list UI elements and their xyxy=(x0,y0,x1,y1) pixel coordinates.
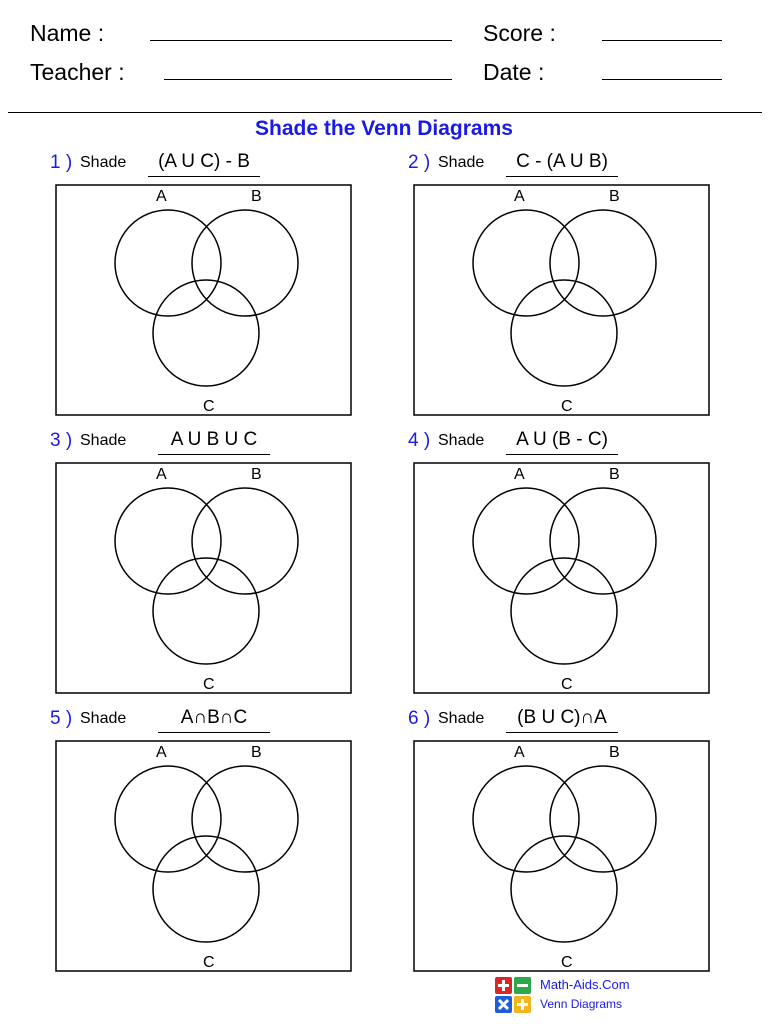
circle-b[interactable] xyxy=(191,765,299,873)
set-label-c: C xyxy=(561,676,573,693)
circle-c[interactable] xyxy=(152,557,260,665)
date-label: Date : xyxy=(483,59,545,85)
set-expression: A U B U C xyxy=(158,429,270,455)
problem-number: 2 ) xyxy=(408,152,431,173)
teacher-label: Teacher : xyxy=(30,59,125,85)
circle-a[interactable] xyxy=(472,487,580,595)
set-label-b: B xyxy=(609,744,620,761)
circle-c[interactable] xyxy=(152,835,260,943)
problem-number: 6 ) xyxy=(408,708,431,729)
shade-label: Shade xyxy=(438,710,485,727)
header-divider xyxy=(8,112,762,113)
circle-a[interactable] xyxy=(114,487,222,595)
set-label-a: A xyxy=(514,744,525,761)
set-expression: A∩B∩C xyxy=(158,707,270,733)
circle-b[interactable] xyxy=(549,765,657,873)
problem-4: 4 ) Shade A U (B - C) A B C xyxy=(408,429,710,694)
universal-set-box xyxy=(55,462,352,694)
problem-1: 1 ) Shade (A U C) - B A B C xyxy=(50,151,352,416)
set-label-a: A xyxy=(156,744,167,761)
circle-a[interactable] xyxy=(472,765,580,873)
circle-b[interactable] xyxy=(191,487,299,595)
set-label-b: B xyxy=(609,188,620,205)
circle-c[interactable] xyxy=(152,279,260,387)
set-label-a: A xyxy=(514,466,525,483)
venn-diagram[interactable]: A B C xyxy=(55,740,353,972)
set-label-c: C xyxy=(561,954,573,971)
shade-label: Shade xyxy=(438,154,485,171)
set-label-c: C xyxy=(203,676,215,693)
math-aids-logo-icon xyxy=(495,977,531,1013)
circle-b[interactable] xyxy=(191,209,299,317)
footer: Math-Aids.Com Venn Diagrams xyxy=(494,976,714,1016)
score-line[interactable] xyxy=(602,40,722,41)
shade-label: Shade xyxy=(80,432,127,449)
name-label: Name : xyxy=(30,20,105,46)
circle-a[interactable] xyxy=(472,209,580,317)
universal-set-box xyxy=(413,462,710,694)
circle-c[interactable] xyxy=(510,557,618,665)
date-line[interactable] xyxy=(602,79,722,80)
set-label-b: B xyxy=(609,466,620,483)
problem-number: 3 ) xyxy=(50,430,73,451)
set-label-b: B xyxy=(251,188,262,205)
name-line[interactable] xyxy=(150,40,452,41)
universal-set-box xyxy=(55,740,352,972)
problem-number: 1 ) xyxy=(50,152,73,173)
score-label: Score : xyxy=(483,20,556,46)
universal-set-box xyxy=(413,184,710,416)
set-label-c: C xyxy=(561,398,573,415)
set-expression: C - (A U B) xyxy=(506,151,618,177)
footer-site-name[interactable]: Math-Aids.Com xyxy=(540,977,630,992)
footer-subtitle: Venn Diagrams xyxy=(540,997,623,1011)
teacher-line[interactable] xyxy=(164,79,452,80)
circle-a[interactable] xyxy=(114,209,222,317)
set-expression: A U (B - C) xyxy=(506,429,618,455)
shade-label: Shade xyxy=(438,432,485,449)
circle-c[interactable] xyxy=(510,835,618,943)
shade-label: Shade xyxy=(80,710,127,727)
set-label-b: B xyxy=(251,466,262,483)
venn-diagram[interactable]: A B C xyxy=(55,184,353,416)
universal-set-box xyxy=(55,184,352,416)
set-label-a: A xyxy=(156,466,167,483)
set-label-a: A xyxy=(514,188,525,205)
set-expression: (B U C)∩A xyxy=(506,707,618,733)
circle-c[interactable] xyxy=(510,279,618,387)
set-label-b: B xyxy=(251,744,262,761)
shade-label: Shade xyxy=(80,154,127,171)
venn-diagram[interactable]: A B C xyxy=(413,462,711,694)
circle-b[interactable] xyxy=(549,209,657,317)
venn-diagram[interactable]: A B C xyxy=(413,740,711,972)
problem-number: 4 ) xyxy=(408,430,431,451)
problem-3: 3 ) Shade A U B U C A B C xyxy=(50,429,352,694)
problem-2: 2 ) Shade C - (A U B) A B C xyxy=(408,151,710,416)
worksheet-title: Shade the Venn Diagrams xyxy=(255,117,513,140)
set-label-a: A xyxy=(156,188,167,205)
universal-set-box xyxy=(413,740,710,972)
set-label-c: C xyxy=(203,398,215,415)
circle-a[interactable] xyxy=(114,765,222,873)
problem-6: 6 ) Shade (B U C)∩A A B C xyxy=(408,707,710,972)
set-label-c: C xyxy=(203,954,215,971)
problem-number: 5 ) xyxy=(50,708,73,729)
problem-5: 5 ) Shade A∩B∩C A B C xyxy=(50,707,352,972)
venn-diagram[interactable]: A B C xyxy=(413,184,711,416)
set-expression: (A U C) - B xyxy=(148,151,260,177)
circle-b[interactable] xyxy=(549,487,657,595)
venn-diagram[interactable]: A B C xyxy=(55,462,353,694)
